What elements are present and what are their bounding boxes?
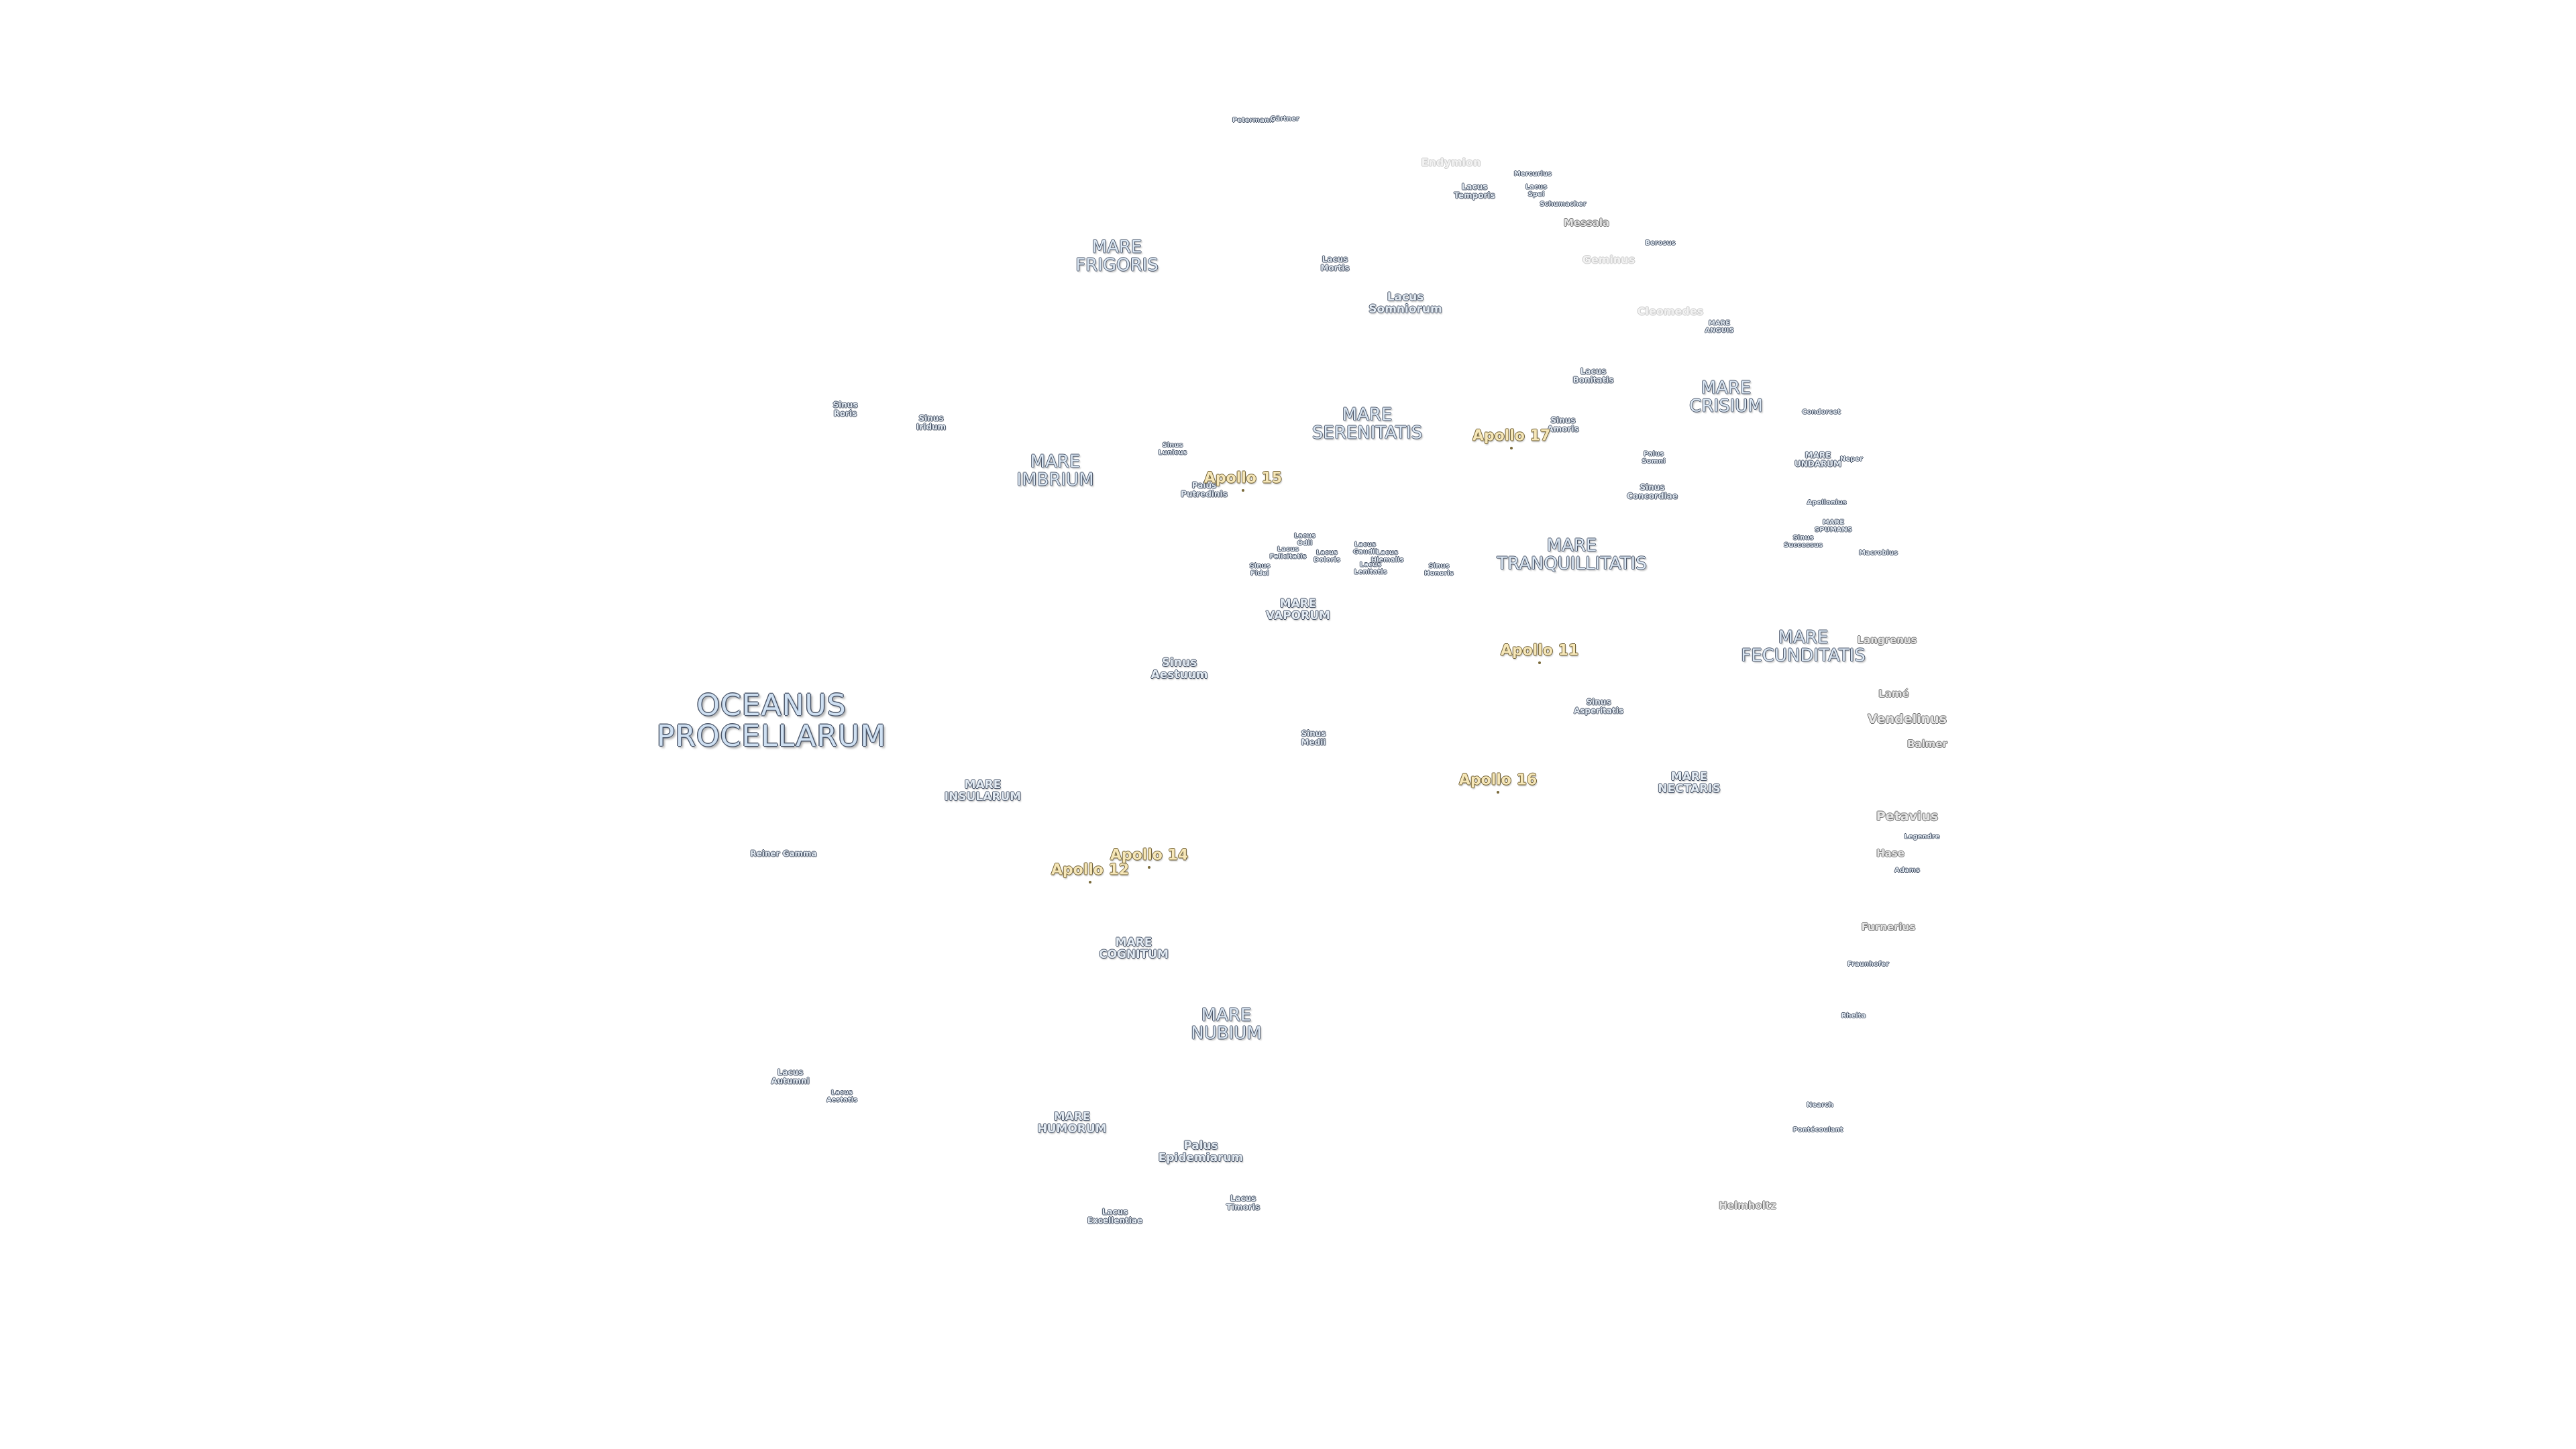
label-sinus-medii: Sinus Medii xyxy=(1301,729,1326,747)
label-geminus: Geminus xyxy=(1582,253,1635,266)
label-schumacher: Schumacher xyxy=(1540,200,1587,208)
label-messala: Messala xyxy=(1563,217,1610,229)
label-apollonius: Apollonius xyxy=(1807,498,1847,506)
label-sinus-roris: Sinus Roris xyxy=(833,400,858,418)
label-sinus-aestuum: Sinus Aestuum xyxy=(1150,656,1208,682)
label-endymion: Endymion xyxy=(1421,156,1481,169)
landing-site-marker xyxy=(1089,881,1091,883)
landing-site-marker xyxy=(1510,447,1513,449)
label-lacus-spei: Lacus Spei xyxy=(1525,183,1548,198)
label-lacus-gaudii: Lacus Gaudii xyxy=(1352,541,1378,555)
label-mare-anguis: MARE ANGUIS xyxy=(1705,319,1734,334)
label-palus-somni: Palus Somni xyxy=(1642,450,1666,465)
label-mare-frigoris: MARE FRIGORIS xyxy=(1075,237,1159,276)
label-apollo-11: Apollo 11 xyxy=(1500,642,1579,659)
label-lacus-doloris: Lacus Doloris xyxy=(1313,549,1340,564)
label-mare-undarum: MARE UNDARUM xyxy=(1794,450,1841,468)
label-mare-vaporum: MARE VAPORUM xyxy=(1266,597,1330,623)
label-mare-imbrium: MARE IMBRIUM xyxy=(1016,451,1094,490)
label-mercurius: Mercurius xyxy=(1513,170,1552,178)
label-apollo-14: Apollo 14 xyxy=(1110,847,1189,864)
label-lacus-autumni: Lacus Autumni xyxy=(771,1067,810,1085)
label-sinus-lunicus: Sinus Lunicus xyxy=(1158,441,1187,456)
label-sinus-amoris: Sinus Amoris xyxy=(1547,415,1579,433)
label-cleomedes: Cleomedes xyxy=(1637,305,1704,318)
label-lame: Lamé xyxy=(1878,688,1909,700)
label-condorcet: Condorcet xyxy=(1802,408,1841,416)
label-furnerius: Furnerius xyxy=(1861,921,1916,934)
label-apollo-15: Apollo 15 xyxy=(1203,470,1283,487)
label-balmer: Balmer xyxy=(1907,738,1947,751)
label-helmholtz: Helmholtz xyxy=(1719,1199,1776,1212)
label-sinus-asperitatis: Sinus Asperitatis xyxy=(1573,697,1624,715)
landing-site-marker xyxy=(1148,866,1150,869)
label-berosus: Berosus xyxy=(1645,239,1676,247)
label-rheita: Rheita xyxy=(1841,1012,1866,1020)
label-hase: Hase xyxy=(1876,847,1904,860)
label-lacus-felicitatis: Lacus Felicitatis xyxy=(1269,545,1307,560)
label-mare-insularum: MARE INSULARUM xyxy=(944,778,1022,804)
label-mare-spumans: MARE SPUMANS xyxy=(1815,519,1852,533)
label-sinus-concordiae: Sinus Concordiae xyxy=(1627,482,1678,500)
label-petavius: Petavius xyxy=(1876,809,1939,824)
label-mare-cognitum: MARE COGNITUM xyxy=(1099,936,1169,961)
label-mare-tranquillitatis: MARE TRANQUILLITATIS xyxy=(1497,535,1647,574)
label-petermann: Petermann xyxy=(1232,116,1275,124)
label-lacus-odii: Lacus Odii xyxy=(1293,532,1316,547)
label-sinus-honoris: Sinus Honoris xyxy=(1424,562,1454,577)
landing-site-marker xyxy=(1497,791,1499,794)
label-sinus-fidei: Sinus Fidei xyxy=(1249,562,1271,577)
label-neper: Neper xyxy=(1839,455,1864,463)
label-lacus-lenitatis: Lacus Lenitatis xyxy=(1354,561,1387,576)
label-fraunhofer: Fraunhofer xyxy=(1847,960,1890,968)
label-lacus-somniorum: Lacus Somniorum xyxy=(1368,290,1442,316)
label-lacus-mortis: Lacus Mortis xyxy=(1320,254,1350,272)
label-palus-putredinis: Palus Putredinis xyxy=(1181,480,1228,498)
label-reiner-gamma: Reiner Gamma xyxy=(750,849,817,859)
label-lacus-temporis: Lacus Temporis xyxy=(1454,182,1495,200)
label-legendre: Legendre xyxy=(1904,833,1940,841)
label-sinus-iridum: Sinus Iridum xyxy=(916,413,947,431)
label-langrenus: Langrenus xyxy=(1857,634,1917,647)
landing-site-marker xyxy=(1242,489,1244,492)
label-mare-crisium: MARE CRISIUM xyxy=(1689,378,1763,417)
label-sinus-successus: Sinus Successus xyxy=(1784,534,1823,549)
label-gartner: Gärtner xyxy=(1270,115,1299,123)
label-apollo-17: Apollo 17 xyxy=(1472,427,1551,445)
label-pontecoulant: Pontécoulant xyxy=(1792,1126,1843,1134)
label-lacus-aestatis: Lacus Aestatis xyxy=(826,1089,858,1104)
label-mare-nubium: MARE NUBIUM xyxy=(1191,1005,1262,1044)
label-lacus-timoris: Lacus Timoris xyxy=(1226,1193,1260,1212)
label-mare-nectaris: MARE NECTARIS xyxy=(1658,770,1721,796)
label-mare-fecunditatis: MARE FECUNDITATIS xyxy=(1741,627,1866,666)
label-lacus-hiemalis: Lacus Hiemalis xyxy=(1371,549,1404,564)
label-mare-serenitatis: MARE SERENITATIS xyxy=(1311,405,1423,443)
label-lacus-excellentiae: Lacus Excellentiae xyxy=(1087,1207,1143,1225)
label-nearch: Nearch xyxy=(1807,1101,1833,1109)
label-apollo-12: Apollo 12 xyxy=(1051,861,1130,879)
label-lacus-bonitatis: Lacus Bonitatis xyxy=(1572,366,1614,384)
label-adams: Adams xyxy=(1894,866,1921,874)
label-vendelinus: Vendelinus xyxy=(1868,712,1947,727)
landing-site-marker xyxy=(1538,661,1541,664)
label-mare-humorum: MARE HUMORUM xyxy=(1037,1110,1107,1136)
label-apollo-16: Apollo 16 xyxy=(1458,771,1538,789)
label-oceanus-procellarum: OCEANUS PROCELLARUM xyxy=(656,688,887,753)
label-macrobius: Macrobius xyxy=(1858,549,1898,557)
label-palus-epidemiarum: Palus Epidemiarum xyxy=(1158,1139,1244,1165)
